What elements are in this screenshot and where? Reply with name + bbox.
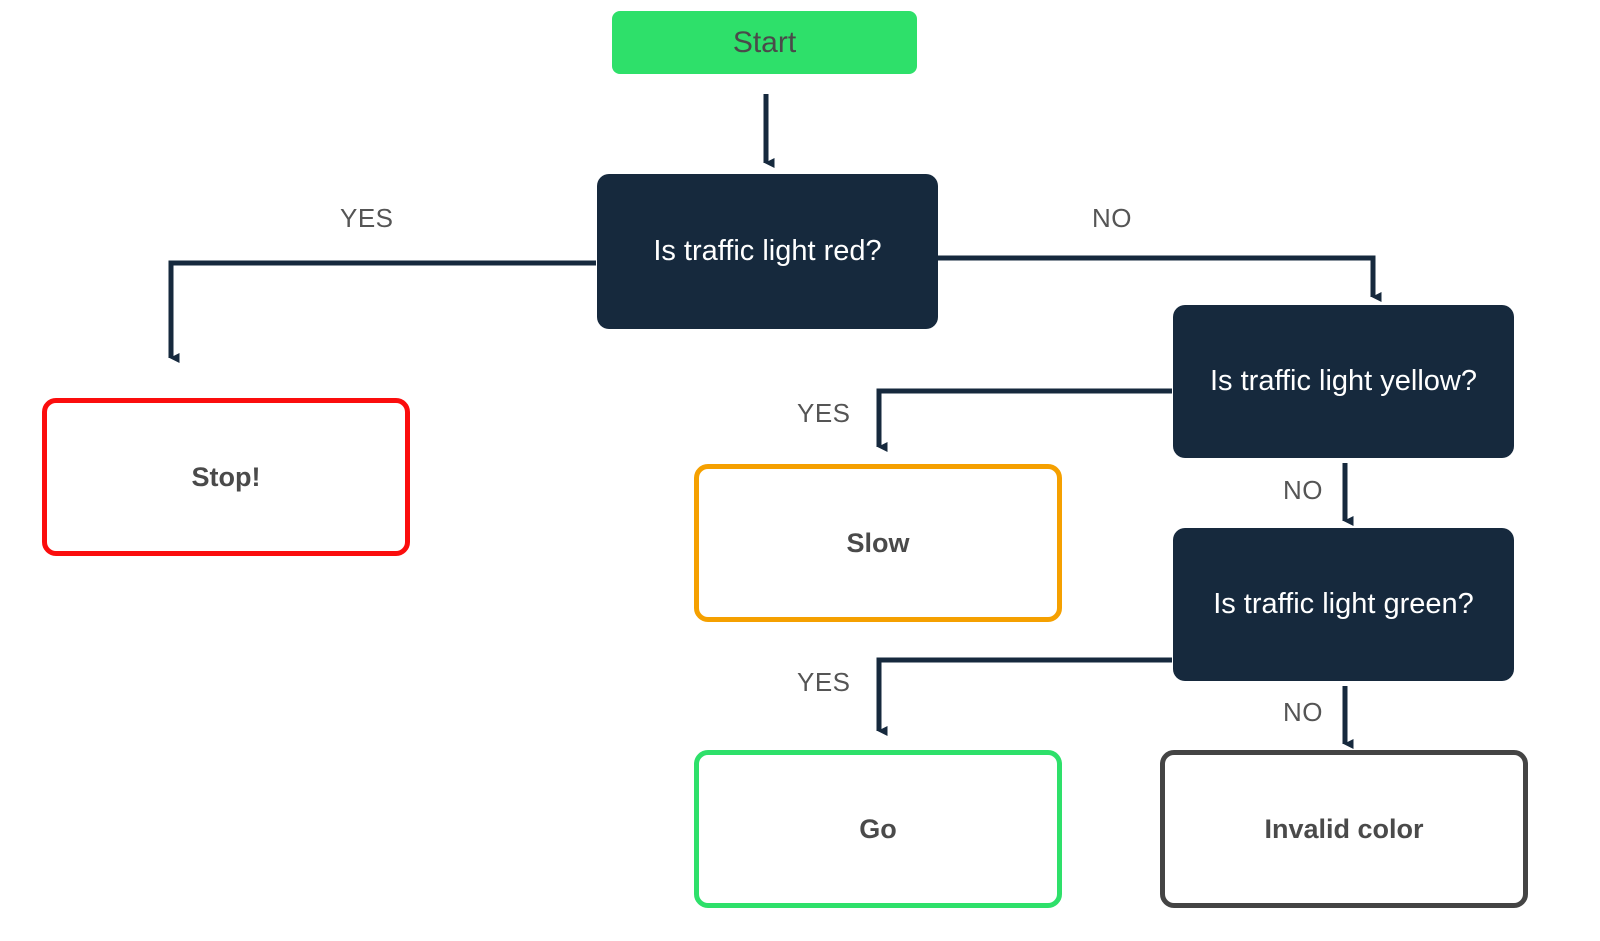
node-start[interactable]: Start bbox=[612, 11, 917, 74]
edge-label-red-no: NO bbox=[1092, 203, 1132, 233]
edge-green-yes bbox=[876, 657, 1172, 736]
node-stop[interactable]: Stop! bbox=[42, 398, 410, 556]
node-is-traffic-light-green-label: Is traffic light green? bbox=[1213, 588, 1474, 621]
node-slow-label: Slow bbox=[846, 527, 910, 558]
node-stop-label: Stop! bbox=[191, 461, 261, 492]
edge-label-green-no: NO bbox=[1283, 697, 1323, 727]
node-is-traffic-light-yellow-label: Is traffic light yellow? bbox=[1209, 365, 1478, 398]
edge-label-yellow-no: NO bbox=[1283, 475, 1323, 505]
edge-label-yellow-yes: YES bbox=[797, 398, 851, 428]
node-is-traffic-light-yellow[interactable]: Is traffic light yellow? bbox=[1173, 305, 1514, 458]
node-start-label: Start bbox=[732, 25, 797, 59]
node-invalid-color-label: Invalid color bbox=[1264, 813, 1424, 844]
node-go-label: Go bbox=[859, 813, 897, 844]
edge-label-green-yes: YES bbox=[797, 667, 851, 697]
node-slow[interactable]: Slow bbox=[694, 464, 1062, 622]
node-go[interactable]: Go bbox=[694, 750, 1062, 908]
node-invalid-color[interactable]: Invalid color bbox=[1160, 750, 1528, 908]
edge-red-yes bbox=[168, 260, 596, 363]
node-is-traffic-light-green[interactable]: Is traffic light green? bbox=[1173, 528, 1514, 681]
node-is-traffic-light-red[interactable]: Is traffic light red? bbox=[597, 174, 938, 329]
node-is-traffic-light-red-label: Is traffic light red? bbox=[653, 235, 882, 268]
edge-yellow-yes bbox=[876, 388, 1172, 452]
edge-label-red-yes: YES bbox=[340, 203, 394, 233]
edge-red-no bbox=[938, 255, 1382, 302]
